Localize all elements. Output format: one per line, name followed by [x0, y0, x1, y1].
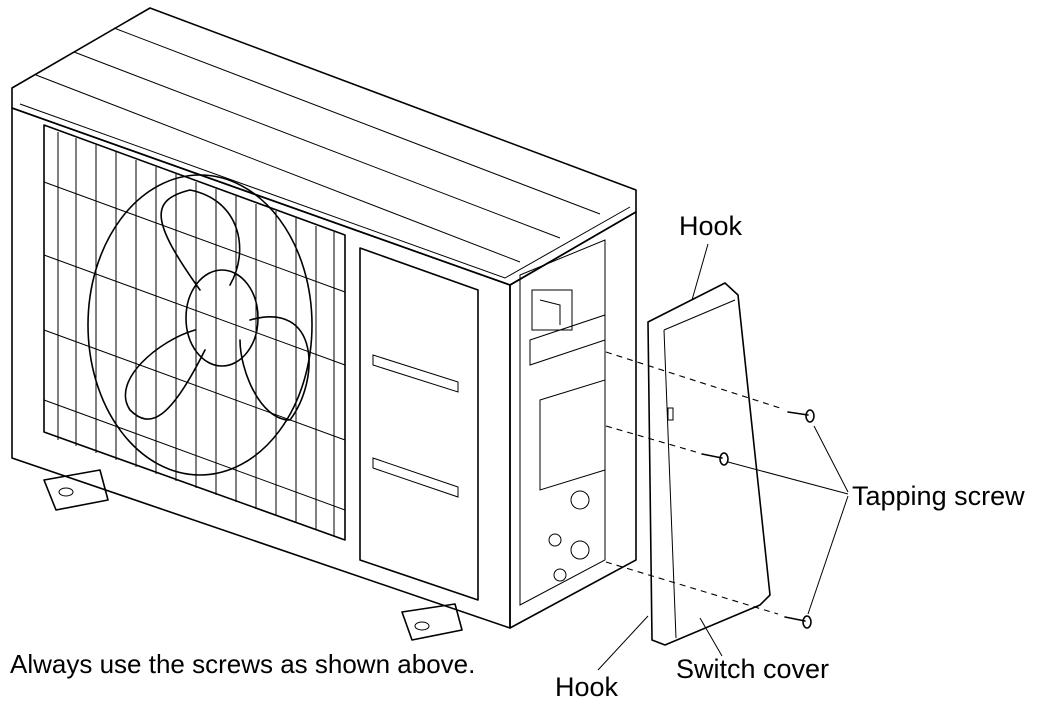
outdoor-unit [11, 7, 637, 641]
switch-cover [647, 282, 771, 646]
screw-bottom [784, 615, 812, 629]
hook-top-label: Hook [679, 211, 743, 241]
fan-grille [43, 124, 346, 541]
fan [87, 174, 313, 476]
leader-lines [597, 243, 849, 671]
hook-bottom-label: Hook [555, 672, 619, 702]
caption-text: Always use the screws as shown above. [10, 649, 476, 679]
switch-cover-label: Switch cover [676, 654, 830, 684]
screw-top [787, 409, 815, 423]
alignment-lines [605, 351, 781, 615]
electrical-section [519, 239, 606, 606]
tapping-screws [701, 409, 815, 629]
screw-middle [701, 452, 729, 466]
front-panel [359, 247, 479, 601]
tapping-screw-label: Tapping screw [852, 481, 1025, 511]
